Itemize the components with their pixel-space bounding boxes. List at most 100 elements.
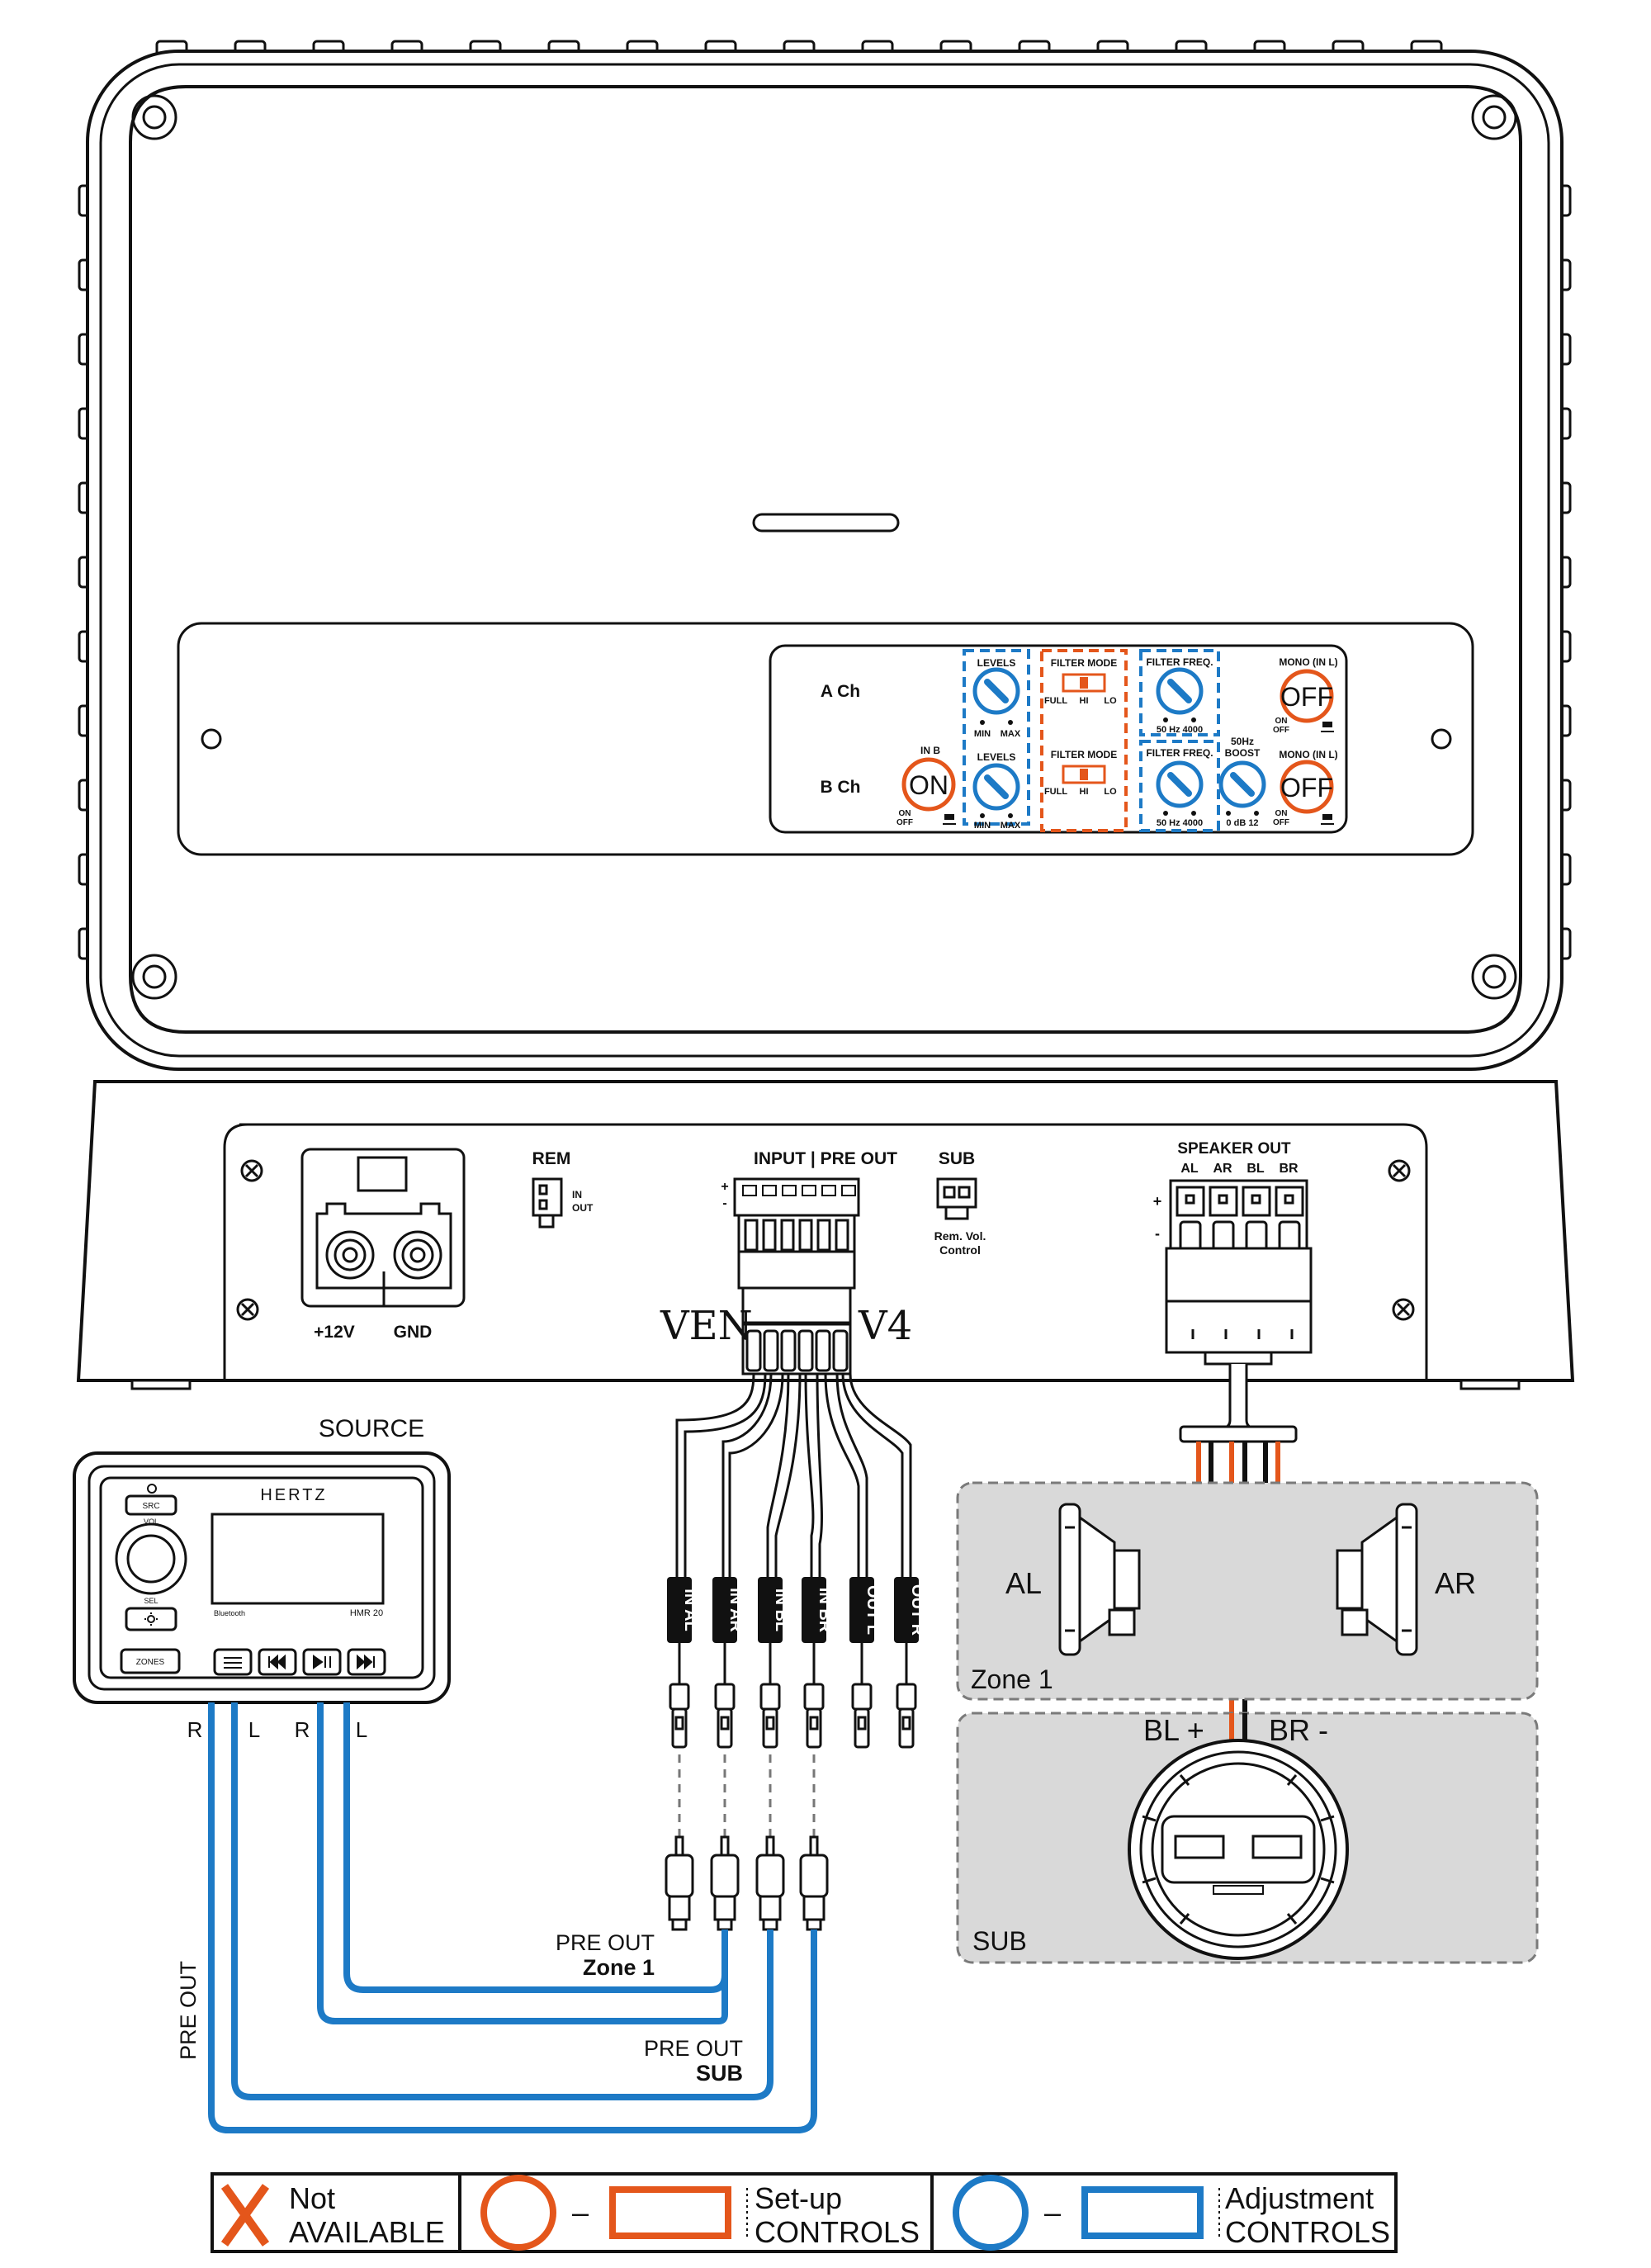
logo-slot <box>752 513 900 533</box>
levels-b-knob[interactable] <box>972 763 1020 811</box>
filter-mode-b-hi: HI <box>1080 787 1089 797</box>
subwoofer-icon <box>1128 1739 1349 1960</box>
levels-a-knob[interactable] <box>972 667 1020 715</box>
source-r2: R <box>295 1717 310 1742</box>
brightness-button[interactable] <box>125 1607 177 1631</box>
in-b-switch[interactable]: ON <box>901 757 956 812</box>
in-b-switch-icon <box>943 814 956 825</box>
speaker-al-icon <box>1058 1503 1141 1656</box>
legend-adjust-dash: – <box>1044 2195 1061 2229</box>
boost-scale: 0 dB 12 <box>1226 818 1258 828</box>
levels-b-min: MIN <box>974 821 991 831</box>
spk-br-label: BR <box>1279 1162 1299 1176</box>
filter-freq-b-adjust-box <box>1139 740 1220 832</box>
boost-label-2: BOOST <box>1225 747 1261 759</box>
terminal-12v[interactable] <box>325 1230 375 1280</box>
input-connector[interactable] <box>733 1177 860 1217</box>
rca-label-out-r: OUT R <box>908 1584 926 1636</box>
mono-a-on: ON <box>1275 717 1288 726</box>
zone1-label: Zone 1 <box>971 1664 1053 1694</box>
next-track-button[interactable] <box>347 1648 386 1676</box>
sub-label: SUB <box>939 1149 975 1168</box>
source-display <box>211 1513 385 1605</box>
mono-a-switch[interactable]: OFF <box>1280 669 1334 723</box>
pre-out-zone1-line2: Zone 1 <box>583 1955 655 1980</box>
amplifier-front-view: +12V GND REM IN OUT INPUT | PRE OUT + - <box>76 1080 1575 1390</box>
input-pre-out-label: INPUT | PRE OUT <box>754 1149 897 1168</box>
levels-a-min: MIN <box>974 729 991 739</box>
levels-a-max: MAX <box>1001 729 1021 739</box>
play-pause-button[interactable] <box>302 1648 342 1676</box>
legend-setup-2: CONTROLS <box>755 2215 920 2249</box>
filter-mode-a-full: FULL <box>1044 696 1067 706</box>
filter-freq-a-adjust-box <box>1139 649 1220 736</box>
filter-mode-b-switch[interactable] <box>1062 765 1106 784</box>
filter-mode-a-switch[interactable] <box>1062 673 1106 693</box>
mono-a-state: OFF <box>1280 682 1333 712</box>
adjust-rect-icon <box>1081 2186 1204 2239</box>
speaker-out-label: SPEAKER OUT <box>1177 1140 1291 1158</box>
front-screws <box>236 1159 1415 1321</box>
amp-top-plate <box>129 85 1522 1034</box>
legend-available: AVAILABLE <box>289 2215 445 2249</box>
mono-a-switch-icon <box>1321 722 1334 732</box>
sub-area: SUB BL + BR - <box>956 1712 1539 1964</box>
mono-a-label: MONO (IN L) <box>1279 656 1337 668</box>
legend-adjust-2: CONTROLS <box>1225 2215 1390 2249</box>
zones-label: ZONES <box>136 1658 165 1667</box>
rem-connector[interactable] <box>532 1177 563 1229</box>
filter-mode-b-label: FILTER MODE <box>1051 749 1117 760</box>
model-label: HMR 20 <box>350 1608 383 1618</box>
mono-b-switch-icon <box>1321 814 1334 825</box>
setup-rect-icon <box>609 2186 731 2239</box>
sub-connector[interactable] <box>936 1177 977 1220</box>
source-unit: SOURCE HERTZ SRC VOL SEL Bluetooth HMR 2… <box>73 1415 451 1742</box>
filter-freq-a-knob[interactable] <box>1156 667 1204 715</box>
rem-label: REM <box>532 1149 571 1168</box>
vol-label: VOL <box>144 1518 158 1526</box>
spk-ar-label: AR <box>1213 1162 1232 1176</box>
spk-al-label: AL <box>1180 1162 1199 1176</box>
menu-button[interactable] <box>213 1648 253 1676</box>
filter-freq-b-knob[interactable] <box>1156 760 1204 808</box>
spk-plus: + <box>1153 1193 1162 1210</box>
rem-vol-1: Rem. Vol. <box>934 1229 986 1243</box>
rca-sleeves <box>667 1577 919 1643</box>
filter-freq-a-label: FILTER FREQ. <box>1146 656 1213 668</box>
control-panel <box>769 644 1348 834</box>
legend: Not AVAILABLE – Set-up CONTROLS – Adjust… <box>211 2172 1398 2253</box>
bl-plus-label: BL + <box>1143 1713 1204 1747</box>
not-available-icon <box>220 2184 270 2247</box>
adjust-circle-icon <box>953 2175 1029 2251</box>
filter-mode-b-lo: LO <box>1104 787 1117 797</box>
rem-in: IN <box>572 1189 582 1200</box>
terminal-gnd[interactable] <box>393 1230 442 1280</box>
brand-left: VEN <box>660 1303 753 1349</box>
filter-mode-a-hi: HI <box>1080 696 1089 706</box>
rem-out: OUT <box>572 1202 594 1214</box>
volume-knob[interactable] <box>115 1522 187 1595</box>
a-ch-label: A Ch <box>821 682 860 701</box>
filter-freq-b-label: FILTER FREQ. <box>1146 747 1213 759</box>
mono-b-switch[interactable]: OFF <box>1280 760 1334 814</box>
speaker-ar-icon <box>1336 1503 1418 1656</box>
zones-button[interactable]: ZONES <box>120 1648 181 1674</box>
bass-boost-knob[interactable] <box>1218 760 1266 808</box>
levels-a-label: LEVELS <box>977 657 1016 669</box>
previous-track-button[interactable] <box>258 1648 297 1676</box>
src-button[interactable]: SRC <box>125 1484 177 1516</box>
pre-out-sub-line1: PRE OUT <box>644 2036 743 2061</box>
speaker-connector[interactable] <box>1169 1179 1308 1273</box>
source-r1: R <box>187 1717 203 1742</box>
source-title: SOURCE <box>319 1415 424 1442</box>
mono-b-off: OFF <box>1273 818 1289 827</box>
pre-out-zone1-line1: PRE OUT <box>556 1930 655 1955</box>
amp-body-edge <box>99 63 1550 1058</box>
filter-mode-b-full: FULL <box>1044 787 1067 797</box>
levels-b-label: LEVELS <box>977 751 1016 763</box>
spk-bl-label: BL <box>1247 1162 1265 1176</box>
input-minus: - <box>722 1196 726 1210</box>
speaker-ar-label: AR <box>1435 1566 1476 1600</box>
zone1-area: Zone 1 AL AR <box>956 1481 1539 1701</box>
label-12v: +12V <box>314 1323 355 1342</box>
